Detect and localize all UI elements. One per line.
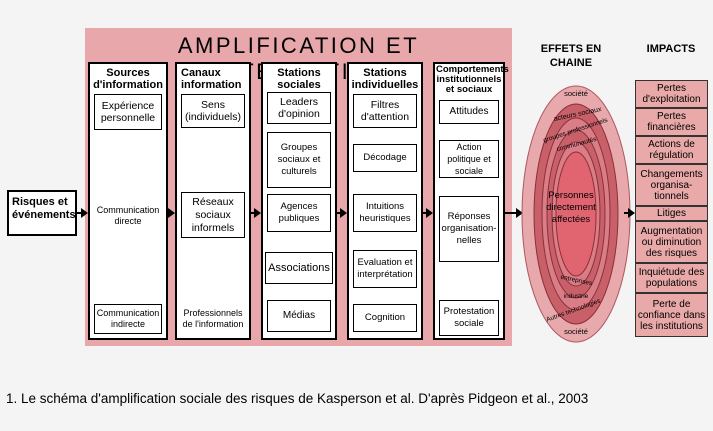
diagram-title: AMPLIFICATION ET ATTENUATION	[177, 33, 420, 84]
column-canaux: Canaux information Sens (individuels) Ré…	[175, 62, 251, 340]
node-associations: Associations	[265, 252, 333, 284]
impacts-stack: Pertes d'exploitation Pertes financières…	[635, 80, 708, 337]
ring-label-societe-top: société	[564, 89, 588, 98]
impact-regulation: Actions de régulation	[635, 136, 708, 164]
node-action-politique: Action politique et sociale	[439, 140, 499, 178]
effects-header: EFFETS EN CHAINE	[540, 43, 602, 69]
arrow-6-head	[628, 208, 635, 218]
node-cognition: Cognition	[353, 304, 417, 332]
node-sens: Sens (individuels)	[181, 94, 245, 128]
arrow-4-head	[426, 208, 433, 218]
ring-label-societe-bottom: société	[564, 327, 588, 336]
arrow-1-head	[168, 208, 175, 218]
impact-litiges: Litiges	[635, 206, 708, 221]
column-sources: Sources d'information Expérience personn…	[88, 62, 168, 340]
effects-center-label: Personnes directement affectées	[546, 190, 596, 225]
node-experience: Expérience personnelle	[94, 94, 162, 130]
node-evaluation: Evaluation et interprétation	[353, 250, 417, 288]
ring-label-industrie: industrie	[564, 293, 589, 300]
arrow-3-head	[340, 208, 347, 218]
node-communication-indirecte: Communication indirecte	[94, 304, 162, 334]
impact-confiance: Perte de confiance dans les institutions	[635, 293, 708, 337]
node-intuitions: Intuitions heuristiques	[353, 194, 417, 232]
node-agences: Agences publiques	[267, 194, 331, 232]
ripple-diagram: société acteurs sociaux groupes professi…	[521, 85, 631, 343]
arrow-2-head	[254, 208, 261, 218]
ring-center	[555, 151, 597, 277]
arrow-6	[624, 212, 628, 214]
node-communication-directe: Communication directe	[96, 205, 160, 226]
node-professionnels: Professionnels de l'information	[182, 308, 244, 329]
node-protestation: Protestation sociale	[439, 300, 499, 336]
node-attitudes: Attitudes	[439, 100, 499, 124]
impact-pertes-financieres: Pertes financières	[635, 108, 708, 136]
node-filtres: Filtres d'attention	[353, 94, 417, 128]
impacts-header: IMPACTS	[646, 43, 696, 55]
column-canaux-head: Canaux information	[181, 67, 242, 91]
arrow-2	[251, 212, 254, 214]
node-decodage: Décodage	[353, 144, 417, 172]
arrow-input	[77, 212, 81, 214]
input-box: Risques et événements	[7, 190, 77, 236]
impact-inquietude: Inquiétude des populations	[635, 263, 708, 293]
impact-pertes-exploitation: Pertes d'exploitation	[635, 80, 708, 108]
arrow-3	[337, 212, 340, 214]
figure-caption: 1. Le schéma d'amplification sociale des…	[6, 391, 589, 406]
input-label: Risques et événements	[12, 196, 76, 221]
arrow-5-head	[516, 208, 523, 218]
arrow-input-head	[81, 208, 88, 218]
node-medias: Médias	[267, 300, 331, 332]
column-comportements: Comportements institutionnels et sociaux…	[433, 62, 509, 340]
column-sources-head: Sources d'information	[93, 67, 163, 91]
node-leaders: Leaders d'opinion	[267, 92, 331, 124]
node-groupes: Groupes sociaux et culturels	[267, 132, 331, 188]
arrow-5	[505, 212, 517, 214]
column-stations-individuelles-head: Stations individuelles	[351, 67, 419, 91]
column-comportements-head: Comportements institutionnels et sociaux	[436, 64, 509, 95]
column-stations-individuelles: Stations individuelles Filtres d'attenti…	[347, 62, 423, 340]
impact-changements: Changements organisa-tionnels	[635, 164, 708, 206]
impact-augmentation: Augmentation ou diminution des risques	[635, 221, 708, 263]
node-reseaux: Réseaux sociaux informels	[181, 192, 245, 238]
node-reponses: Réponses organisation-nelles	[439, 196, 499, 262]
column-stations-sociales: Stations sociales Leaders d'opinion Grou…	[261, 62, 337, 340]
column-stations-sociales-head: Stations sociales	[277, 67, 321, 91]
arrow-4	[423, 212, 426, 214]
